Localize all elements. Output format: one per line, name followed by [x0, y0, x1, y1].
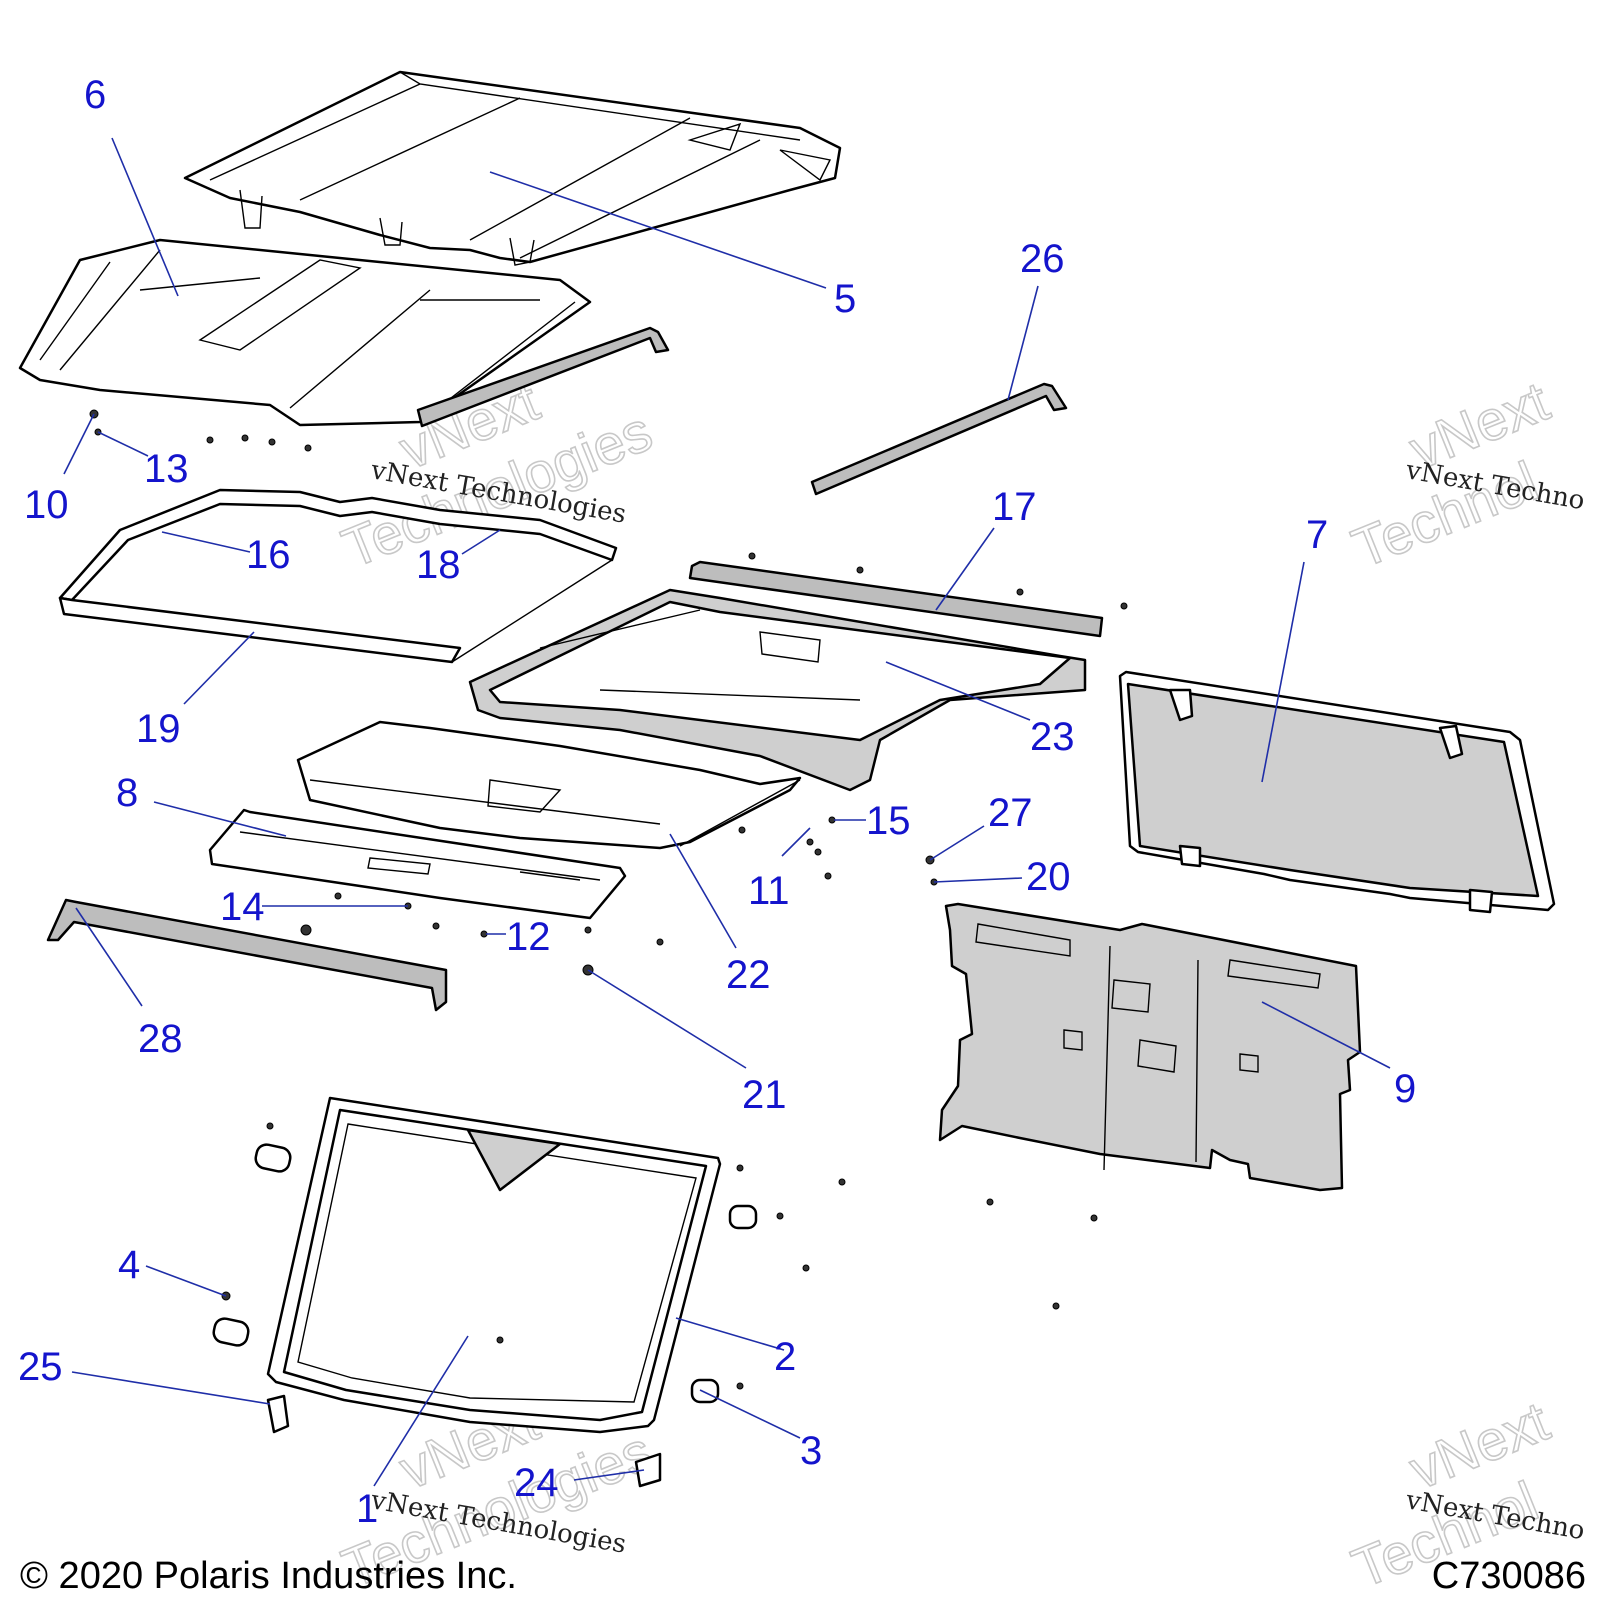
mounting-bar-part [688, 560, 1104, 638]
callout-23: 23 [1030, 715, 1075, 759]
callout-28: 28 [138, 1017, 183, 1061]
callout-17: 17 [992, 485, 1037, 529]
callout-4: 4 [118, 1243, 140, 1287]
trim-strip-upper [416, 326, 670, 428]
callout-20: 20 [1026, 855, 1071, 899]
callout-22: 22 [726, 953, 771, 997]
console-panel-part [208, 808, 627, 920]
watermark-brand: vNext [1401, 1389, 1558, 1501]
hardware-group [89, 409, 1128, 1488]
front-headliner-part [296, 720, 802, 850]
callout-19: 19 [136, 707, 181, 751]
callout-5: 5 [834, 277, 856, 321]
callout-24: 24 [514, 1461, 559, 1505]
copyright-text: © 2020 Polaris Industries Inc. [20, 1555, 517, 1597]
callout-25: 25 [18, 1345, 63, 1389]
callout-27: 27 [988, 791, 1033, 835]
callout-2: 2 [774, 1335, 796, 1379]
callout-7: 7 [1306, 513, 1328, 557]
windshield-part [266, 1096, 722, 1434]
callout-1: 1 [356, 1487, 378, 1531]
roof-outer-part [183, 70, 842, 266]
callout-8: 8 [116, 771, 138, 815]
callout-12: 12 [506, 915, 551, 959]
back-panel-part [938, 902, 1362, 1192]
callout-3: 3 [800, 1429, 822, 1473]
callout-14: 14 [220, 885, 265, 929]
trim-strip-part [810, 382, 1068, 496]
callout-6: 6 [84, 73, 106, 117]
drawing-number: C730086 [1432, 1555, 1586, 1597]
callout-9: 9 [1394, 1067, 1416, 1111]
lower-trim-part [46, 898, 448, 1012]
rear-window-part [1118, 670, 1556, 914]
callout-11: 11 [748, 869, 790, 913]
callout-15: 15 [866, 799, 911, 843]
callout-labels: 1 2 3 4 5 6 7 8 9 10 11 12 13 14 15 16 1… [18, 73, 1416, 1531]
leader-lines [63, 137, 1391, 1487]
callout-16: 16 [246, 533, 291, 577]
callout-10: 10 [24, 483, 69, 527]
callout-26: 26 [1020, 237, 1065, 281]
callout-18: 18 [416, 543, 461, 587]
callout-21: 21 [742, 1073, 787, 1117]
rear-headliner-part [468, 588, 1087, 792]
seal-frame-part [58, 488, 618, 664]
callout-13: 13 [144, 447, 189, 491]
